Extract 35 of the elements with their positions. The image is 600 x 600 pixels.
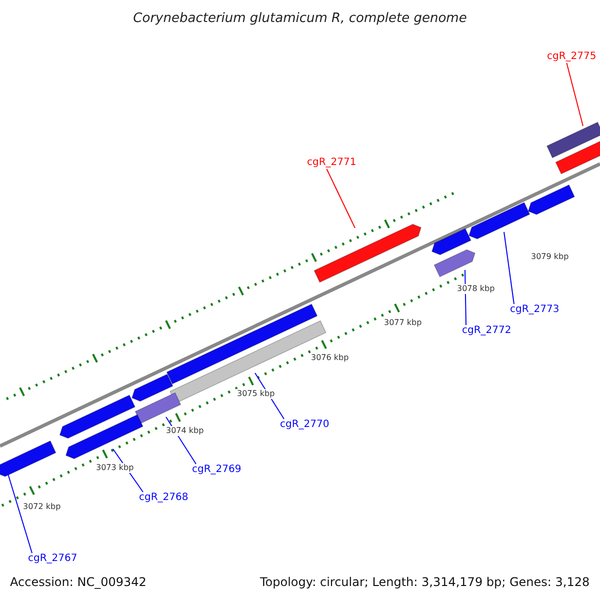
gene-feature (434, 249, 476, 278)
scale-label: 3074 kbp (165, 426, 205, 436)
scale-label: 3072 kbp (22, 502, 62, 512)
leader-line (326, 168, 356, 228)
genome-info-text: Topology: circular; Length: 3,314,179 bp; Genes: 3,128 (260, 576, 590, 588)
gene-feature (65, 414, 144, 460)
genome-info-text: Accession: NC_009342 (10, 576, 146, 588)
gene-feature (528, 184, 576, 215)
gene-label: cgR_2773 (510, 305, 560, 315)
gene-label: cgR_2770 (280, 420, 330, 430)
title: Corynebacterium glutamicum R, complete genome (132, 12, 468, 25)
gene-feature (431, 228, 472, 256)
scale-label: 3073 kbp (95, 463, 135, 473)
gene-feature (59, 394, 136, 439)
gene-label: cgR_2768 (139, 493, 188, 503)
scale-label: 3078 kbp (456, 284, 496, 294)
gene-label: cgR_2771 (307, 158, 356, 168)
gene-feature (468, 202, 530, 240)
scale-label: 3075 kbp (236, 389, 276, 399)
gene-feature (132, 374, 174, 402)
scale-label: 3076 kbp (310, 353, 350, 363)
gene-label: cgR_2772 (462, 326, 512, 336)
gene-label: cgR_2775 (547, 52, 596, 62)
leader-line (8, 474, 32, 554)
leader-line (566, 62, 584, 126)
leader-line (504, 232, 514, 304)
scale-label: 3077 kbp (383, 318, 423, 328)
gene-feature (0, 440, 56, 477)
gene-feature (314, 224, 422, 283)
gene-feature (555, 140, 600, 174)
gene-feature (134, 392, 182, 424)
gene-feature (546, 122, 600, 158)
scale-label: 3079 kbp (530, 252, 570, 262)
gene-label: cgR_2767 (28, 554, 78, 564)
gene-label: cgR_2769 (192, 465, 242, 475)
